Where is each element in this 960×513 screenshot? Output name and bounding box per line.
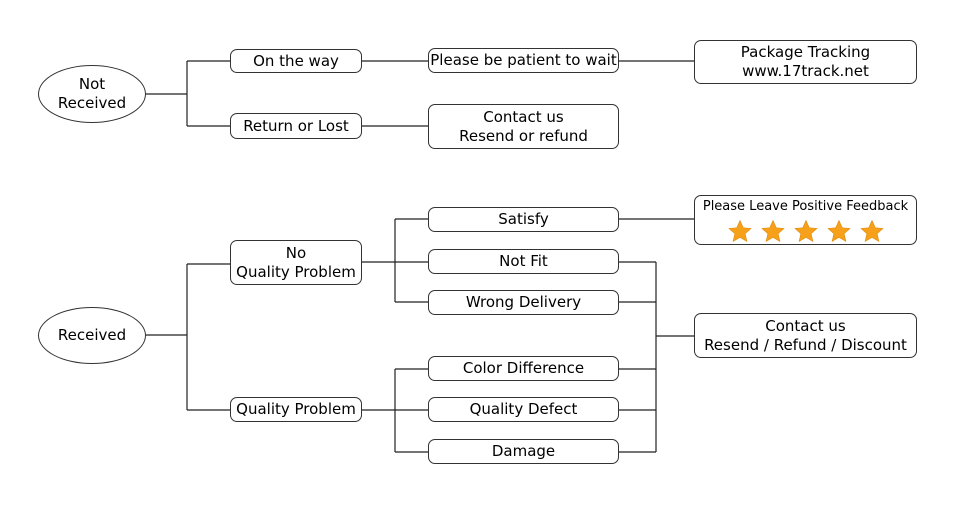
resend-or-refund-label: Resend or refund (459, 126, 588, 145)
package-tracking-title: Package Tracking (740, 43, 871, 61)
not-received-label-line-2: Received (57, 94, 127, 112)
color-difference-label: Color Difference (462, 359, 585, 377)
on-the-way-node: On the way (230, 49, 362, 73)
resend-refund-discount-label: Resend / Refund / Discount (704, 335, 907, 354)
contact-us-label: Contact us (483, 107, 564, 126)
please-wait-label: Please be patient to wait (430, 51, 617, 69)
satisfy-node: Satisfy (428, 207, 619, 232)
damage-node: Damage (428, 439, 619, 464)
not-fit-node: Not Fit (428, 249, 619, 274)
positive-feedback-node: Please Leave Positive Feedback (694, 195, 917, 245)
please-wait-node: Please be patient to wait (428, 48, 619, 73)
quality-defect-label: Quality Defect (469, 400, 578, 418)
quality-problem-label: Quality Problem (236, 400, 356, 418)
wrong-delivery-label: Wrong Delivery (465, 293, 582, 311)
star-icon (793, 219, 818, 242)
star-icon (859, 219, 884, 242)
package-tracking-node: Package Tracking www.17track.net (694, 40, 917, 84)
no-quality-problem-line-2: Quality Problem (236, 262, 356, 281)
star-icon (727, 219, 752, 242)
no-quality-problem-line-1: No (285, 243, 307, 262)
quality-defect-node: Quality Defect (428, 397, 619, 422)
satisfy-label: Satisfy (498, 210, 549, 228)
no-quality-problem-node: No Quality Problem (230, 240, 362, 285)
wrong-delivery-node: Wrong Delivery (428, 290, 619, 315)
quality-problem-node: Quality Problem (230, 397, 362, 422)
package-tracking-url: www.17track.net (742, 62, 869, 80)
not-fit-label: Not Fit (499, 252, 548, 270)
contact-options-node: Contact us Resend / Refund / Discount (694, 313, 917, 358)
received-label: Received (57, 326, 127, 344)
star-icon (760, 219, 785, 242)
damage-label: Damage (491, 442, 556, 460)
star-rating (727, 219, 885, 244)
not-received-label-line-1: Not (78, 75, 106, 93)
star-icon (826, 219, 851, 242)
return-or-lost-node: Return or Lost (230, 113, 362, 139)
return-or-lost-label: Return or Lost (243, 116, 349, 135)
contact-resend-refund-node: Contact us Resend or refund (428, 104, 619, 149)
on-the-way-label: On the way (253, 51, 339, 70)
color-difference-node: Color Difference (428, 356, 619, 381)
not-received-node: Not Received (38, 65, 146, 123)
contact-us-label: Contact us (765, 316, 846, 335)
received-node: Received (38, 307, 146, 364)
positive-feedback-label: Please Leave Positive Feedback (702, 198, 909, 214)
